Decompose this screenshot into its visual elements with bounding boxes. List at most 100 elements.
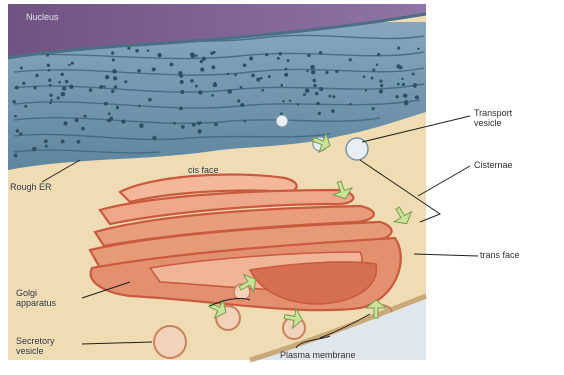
ribosome: [412, 73, 415, 76]
ribosome: [114, 85, 118, 89]
ribosome: [49, 94, 52, 97]
ribosome: [363, 75, 366, 78]
ribosome: [289, 99, 291, 101]
ribosome: [397, 47, 400, 50]
label-golgi-apparatus: Golgi apparatus: [16, 288, 56, 308]
ribosome: [33, 86, 36, 89]
ribosome: [47, 64, 50, 67]
ribosome: [137, 69, 141, 73]
label-plasma-membrane: Plasma membrane: [280, 350, 356, 360]
ribosome: [306, 70, 308, 72]
ribosome: [107, 119, 110, 122]
ribosome: [318, 112, 321, 115]
ribosome: [262, 89, 265, 92]
ribosome: [377, 53, 380, 56]
ribosome: [32, 147, 37, 152]
ribosome: [397, 83, 400, 86]
label-transport-vesicle-line2: vesicle: [474, 118, 512, 128]
ribosome: [61, 92, 66, 97]
ribosome: [24, 105, 27, 108]
ribosome: [14, 115, 17, 118]
secretory-vesicle: [154, 326, 186, 358]
ribosome: [138, 105, 141, 108]
label-trans-face: trans face: [480, 250, 520, 260]
ribosome: [401, 78, 403, 80]
ribosome: [287, 59, 290, 62]
ribosome: [214, 84, 218, 88]
ribosome: [319, 87, 323, 91]
ribosome: [249, 57, 253, 61]
ribosome: [116, 106, 119, 109]
ribosome: [16, 129, 19, 132]
ribosome: [211, 94, 214, 97]
ribosome: [335, 70, 338, 73]
ribosome: [179, 106, 183, 110]
ribosome: [200, 68, 204, 72]
ribosome: [14, 154, 18, 158]
ribosome: [65, 80, 69, 84]
ribosome: [113, 76, 117, 80]
ribosome: [312, 79, 316, 83]
ribosome: [71, 62, 74, 65]
ribosome: [45, 145, 48, 148]
ribosome: [319, 51, 322, 54]
label-transport-vesicle-line1: Transport: [474, 108, 512, 118]
ribosome: [349, 103, 352, 106]
ribosome: [243, 63, 247, 67]
ribosome: [265, 53, 268, 56]
ribosome: [135, 49, 139, 53]
ribosome: [179, 74, 183, 78]
label-golgi-line2: apparatus: [16, 298, 56, 308]
ribosome: [310, 65, 315, 70]
label-cisternae: Cisternae: [474, 160, 513, 170]
ribosome: [210, 52, 213, 55]
ribosome: [108, 112, 111, 115]
ribosome: [48, 69, 51, 72]
ribosome: [260, 77, 263, 80]
ribosome: [403, 93, 407, 97]
ribosome: [15, 86, 19, 90]
ribosome: [414, 85, 417, 88]
ribosome: [256, 78, 260, 82]
ribosome: [328, 95, 331, 98]
ribosome: [333, 95, 336, 98]
ribosome: [380, 84, 383, 87]
ribosome: [181, 125, 185, 129]
ribosome: [313, 84, 317, 88]
ribosome: [49, 101, 52, 104]
ribosome: [111, 51, 114, 54]
ribosome: [124, 80, 127, 83]
ribosome: [112, 58, 115, 61]
ribosome: [372, 107, 375, 110]
ribosome: [89, 88, 93, 92]
ribosome: [173, 122, 176, 125]
ribosome: [139, 123, 144, 128]
ribosome: [12, 100, 15, 103]
label-transport-vesicle: Transport vesicle: [474, 108, 512, 128]
ribosome: [379, 89, 383, 93]
ribosome: [371, 77, 374, 80]
ribosome: [349, 58, 352, 61]
ribosome: [376, 63, 378, 65]
ribosome: [240, 86, 243, 89]
ribosome: [379, 80, 382, 83]
ribosome: [237, 99, 240, 102]
ribosome: [405, 100, 408, 103]
ribosome: [22, 82, 25, 85]
ribosome: [35, 74, 39, 78]
ribosome: [57, 96, 60, 99]
ribosome: [395, 95, 398, 98]
ribosome: [104, 102, 108, 106]
ribosome: [226, 73, 228, 75]
transport-vesicle: [276, 115, 288, 127]
ribosome: [99, 85, 103, 89]
ribosome: [62, 86, 66, 90]
ribosome: [44, 139, 48, 143]
ribosome: [111, 89, 115, 93]
ribosome: [316, 102, 320, 106]
ribosome: [415, 95, 419, 99]
ribosome: [199, 121, 202, 124]
ribosome: [227, 89, 231, 93]
